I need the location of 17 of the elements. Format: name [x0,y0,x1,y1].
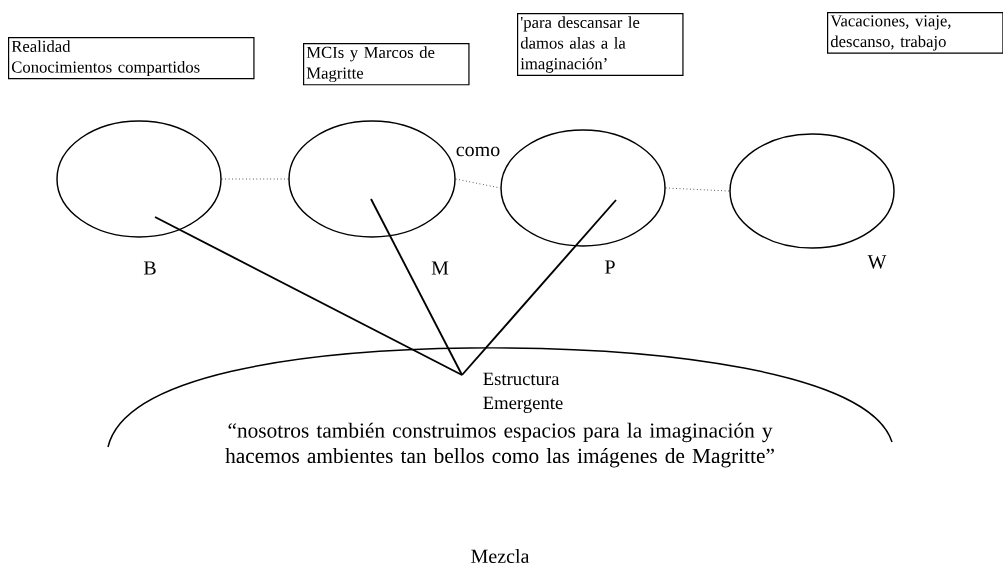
space-letter: B [143,261,156,275]
projection-line [370,198,463,376]
blend-caption: Mezcla [471,549,530,564]
dotted-link [221,178,289,180]
space-letter: M [431,261,449,275]
space-letter: W [867,255,887,269]
text-box: MCIs y Marcos de Magritte [303,43,470,86]
projection-line [154,216,463,376]
text-box: Realidad Conocimientos compartidos [8,37,255,80]
quote-text: “nosotros también construimos espacios para la imaginación y hacemos ambientes tan bellos como las imágenes de Magritte” [225,422,774,468]
projection-line [461,199,617,376]
structure-label: Estructura Emergente [483,372,563,413]
space-letter: P [605,260,615,274]
edge-label: como [454,145,502,158]
text-box: 'para descansar le damos alas a la imaginación’ [517,13,684,77]
dotted-link [455,178,501,189]
text-box: Vacaciones, viaje, descanso, trabajo [827,12,1003,54]
